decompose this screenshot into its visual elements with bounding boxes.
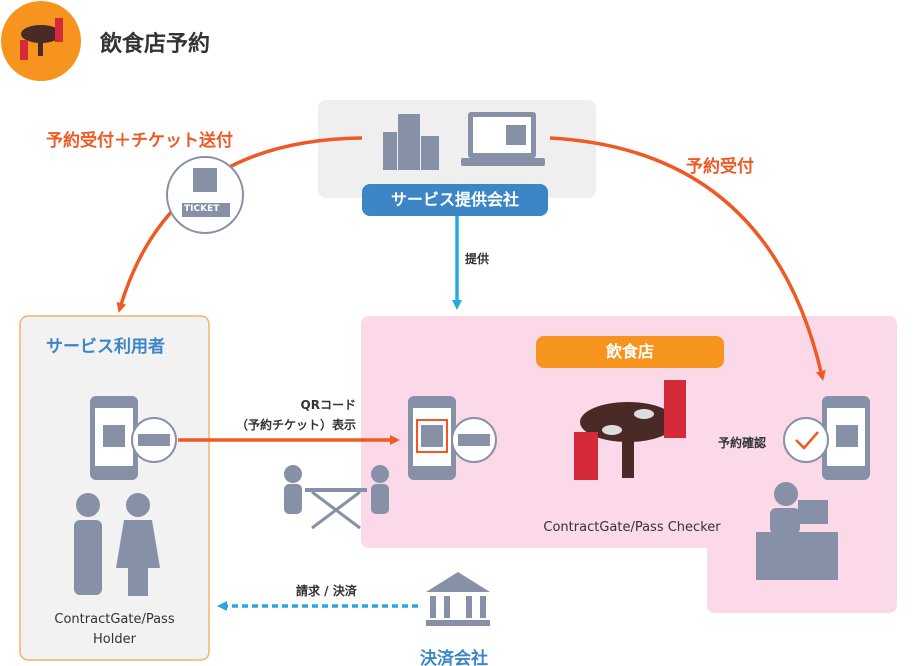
label-qr-line1: QRコード xyxy=(300,398,356,412)
checker-label: ContractGate/Pass Checker xyxy=(543,520,721,535)
ticket-text: TICKET xyxy=(184,204,220,214)
holder-label-line2: Holder xyxy=(93,632,136,647)
provider-label: サービス提供会社 xyxy=(362,184,548,216)
label-reserve: 予約受付 xyxy=(686,157,754,177)
users-people-icon xyxy=(74,493,160,596)
label-billing: 請求 / 決済 xyxy=(296,584,357,598)
restaurant-label: 飲食店 xyxy=(536,336,724,368)
page-title: 飲食店予約 xyxy=(100,32,211,57)
user-box xyxy=(19,315,210,661)
bank-icon xyxy=(426,572,490,626)
label-qr-line2: （予約チケット）表示 xyxy=(235,418,356,432)
restaurant-table-illustration xyxy=(574,380,686,480)
label-reserve-and-ticket: 予約受付＋チケット送付 xyxy=(46,131,233,151)
diners-icon xyxy=(284,465,389,530)
user-label: サービス利用者 xyxy=(46,337,165,357)
phone-check-icon xyxy=(783,396,870,480)
laptop-icon xyxy=(461,112,545,166)
receptionist-icon xyxy=(756,482,838,580)
payment-label: 決済会社 xyxy=(420,649,488,666)
arrow-provider-to-restaurant xyxy=(549,136,826,381)
ticket-qr-icon xyxy=(166,156,244,234)
holder-label-line1: ContractGate/Pass xyxy=(54,612,175,627)
phone-qr-icon-restaurant xyxy=(408,396,497,480)
label-provide: 提供 xyxy=(465,252,490,266)
label-confirm: 予約確認 xyxy=(718,436,767,450)
building-icon xyxy=(383,114,439,170)
phone-qr-icon-user xyxy=(90,396,177,480)
restaurant-table-icon xyxy=(1,1,81,81)
